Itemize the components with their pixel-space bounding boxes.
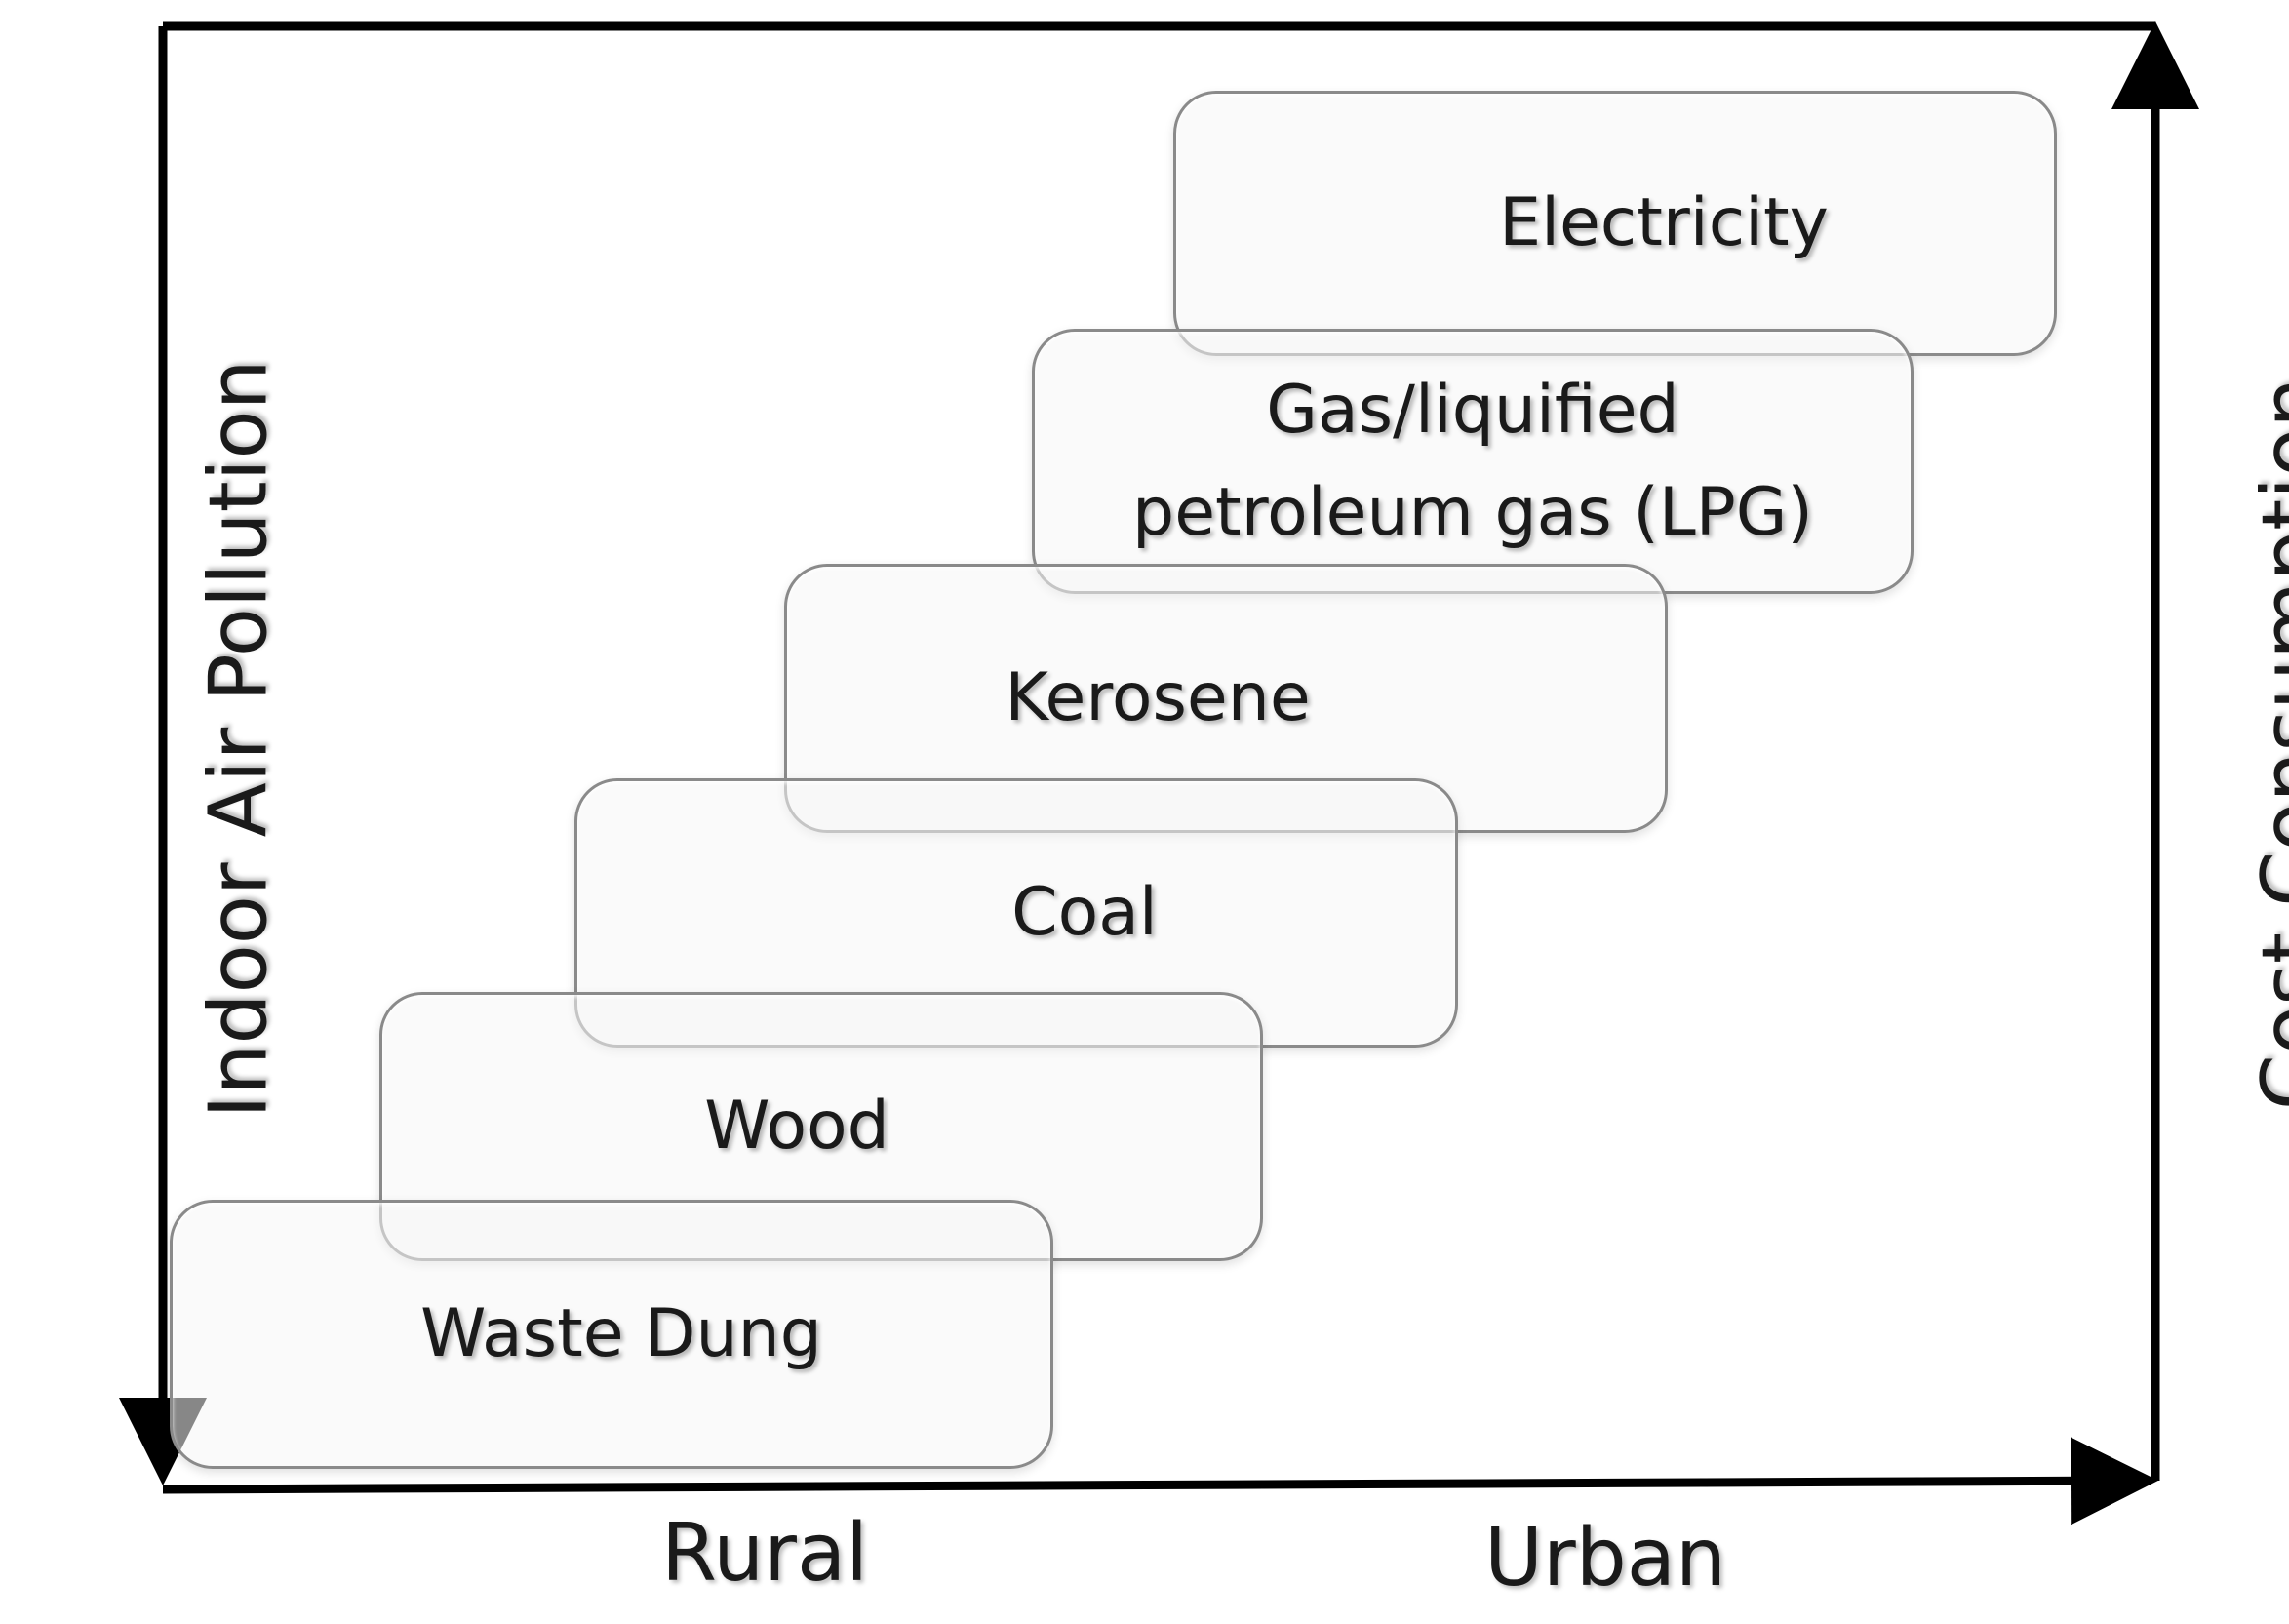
box-waste-dung-label: Waste Dung: [420, 1295, 822, 1373]
bottom-right-axis-label: Urban: [1484, 1512, 1727, 1604]
box-kerosene-label: Kerosene: [1005, 659, 1311, 737]
left-axis-label: Indoor Air Pollution: [192, 359, 286, 1119]
box-lpg-label: Gas/liquified petroleum gas (LPG): [1132, 371, 1813, 551]
bottom-arrow-right: [162, 1437, 2158, 1525]
box-coal-label: Coal: [1011, 874, 1158, 952]
right-axis-label: Cost Consumption: [2245, 376, 2289, 1111]
box-wood-label: Wood: [704, 1088, 889, 1166]
box-electricity-label: Electricity: [1499, 184, 1829, 262]
box-waste-dung: Waste Dung: [170, 1200, 1053, 1469]
box-lpg: Gas/liquified petroleum gas (LPG): [1032, 329, 1914, 594]
box-electricity: Electricity: [1173, 91, 2057, 356]
bottom-left-axis-label: Rural: [661, 1507, 869, 1600]
